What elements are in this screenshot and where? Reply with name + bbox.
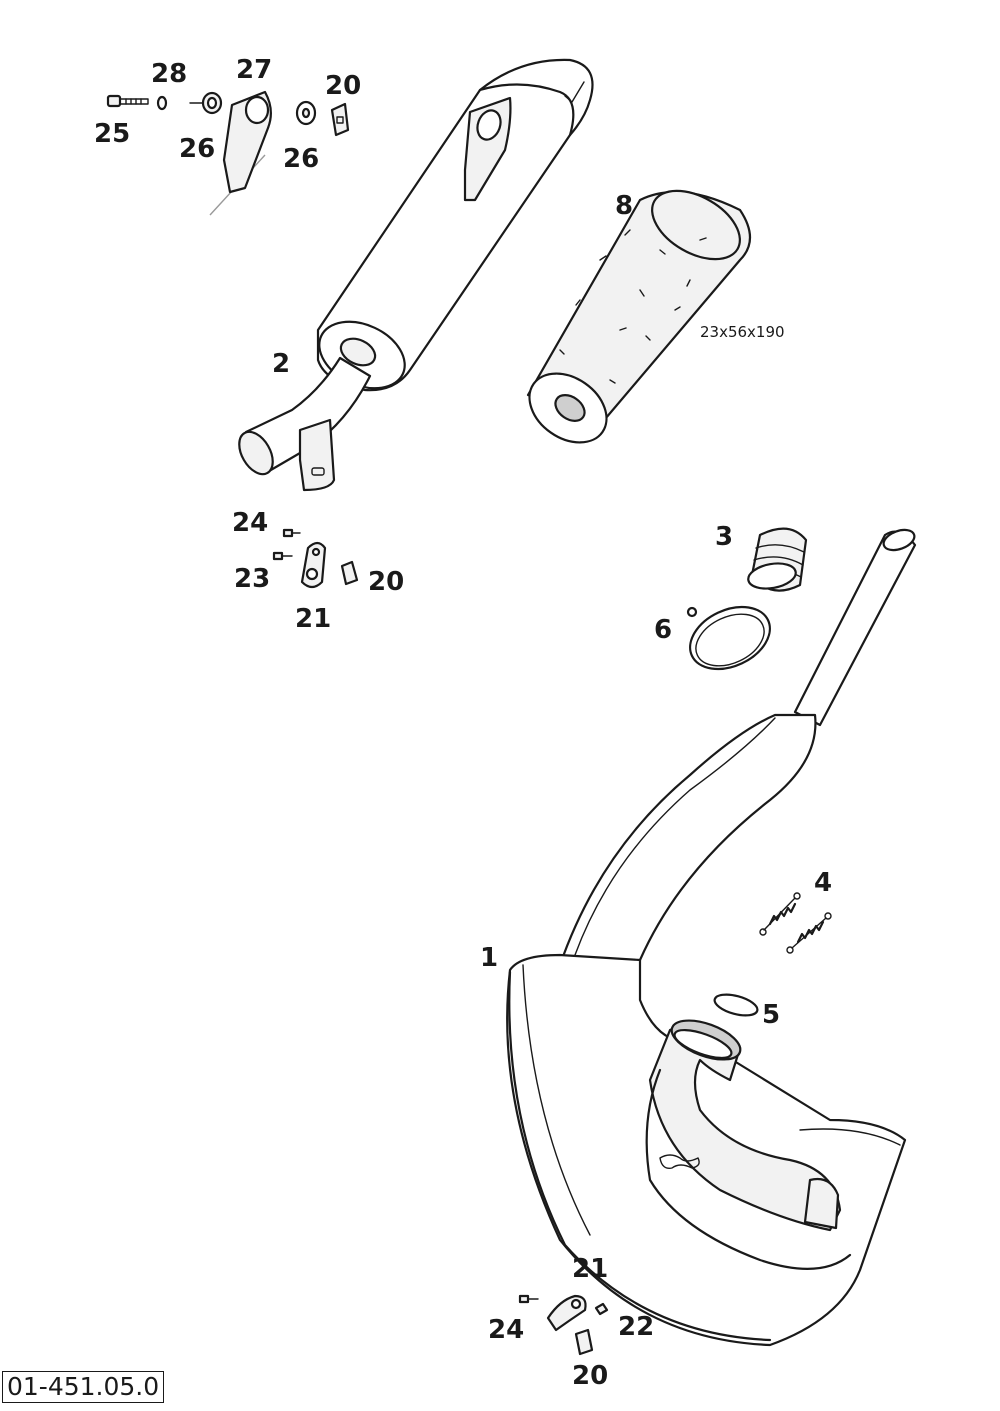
callout-21-bottom: 21 xyxy=(572,1254,608,1284)
sleeve-part-3 xyxy=(747,527,808,592)
springs-part-4 xyxy=(759,892,832,954)
callout-26-left: 26 xyxy=(179,134,215,164)
callout-27: 27 xyxy=(236,55,272,85)
exhaust-pipe-part-1 xyxy=(506,528,917,1347)
callout-labels: 1 2 3 4 5 6 8 20 20 20 21 21 22 23 24 24… xyxy=(94,55,832,1391)
packing-dimension-label: 23x56x190 xyxy=(700,323,785,341)
o-ring-part-5 xyxy=(713,993,759,1017)
callout-25: 25 xyxy=(94,119,130,149)
callout-20-top: 20 xyxy=(325,71,361,101)
silencer-part-2 xyxy=(238,58,594,492)
callout-8: 8 xyxy=(615,191,633,221)
callout-6: 6 xyxy=(654,615,672,645)
callout-26-right: 26 xyxy=(283,144,319,174)
silencer-mount-hardware xyxy=(272,528,359,589)
packing-part-8 xyxy=(526,189,752,444)
upper-mount-hardware xyxy=(106,90,350,216)
callout-28: 28 xyxy=(151,59,187,89)
callout-20-bottom: 20 xyxy=(572,1361,608,1391)
callout-20-middle: 20 xyxy=(368,567,404,597)
callout-24-bottom: 24 xyxy=(488,1315,524,1345)
diagram-reference-number: 01-451.05.0 xyxy=(2,1371,165,1403)
callout-23: 23 xyxy=(234,564,270,594)
callout-22: 22 xyxy=(618,1312,654,1342)
header-mount-hardware xyxy=(518,1294,609,1356)
callout-5: 5 xyxy=(762,1000,780,1030)
callout-3: 3 xyxy=(715,522,733,552)
callout-24-middle: 24 xyxy=(232,508,268,538)
callout-2: 2 xyxy=(272,349,290,379)
callout-1: 1 xyxy=(480,943,498,973)
clamp-part-6 xyxy=(686,605,771,671)
callout-21-middle: 21 xyxy=(295,604,331,634)
callout-4: 4 xyxy=(814,868,832,898)
bolt-25-shape xyxy=(106,94,149,108)
